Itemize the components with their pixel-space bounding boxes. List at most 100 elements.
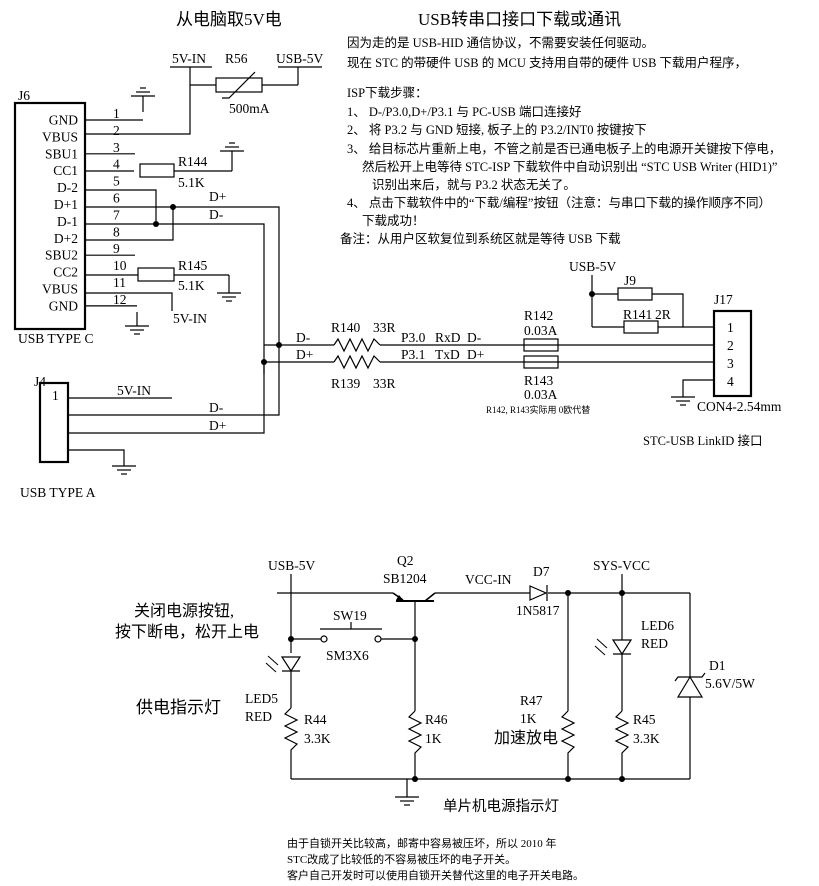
r139-ref: R139	[331, 376, 361, 391]
switch-note-2: 按下断电，松开上电	[115, 623, 259, 641]
switch-note-1: 关闭电源按钮,	[134, 602, 234, 620]
resistor-r145	[84, 267, 241, 302]
footer-line-1: 由于自锁开关比较高，邮寄中容易被压坏，所以 2010 年	[287, 836, 557, 850]
note-line-2: 现在 STC 的带硬件 USB 的 MCU 支持用自带的硬件 USB 下载用户程…	[347, 55, 747, 70]
j6-pin-name: CC1	[53, 163, 78, 178]
r141-ref: R141	[623, 307, 652, 322]
r46-ref: R46	[425, 712, 448, 727]
fuse-r56	[84, 66, 322, 135]
j6-pin-name: D+1	[54, 197, 78, 212]
r144-ref: R144	[178, 154, 208, 169]
transistor-q2	[392, 592, 436, 606]
resistor-r144	[84, 142, 244, 178]
j6-ref: J6	[18, 88, 30, 103]
r56-ref: R56	[225, 51, 248, 66]
j6-pin-number: 9	[113, 241, 120, 256]
led5	[265, 655, 302, 708]
connector-j17: 1 2 3 4	[712, 309, 753, 398]
d7-ref: D7	[533, 564, 550, 579]
mcu-power-led-label: 单片机电源指示灯	[443, 798, 559, 815]
net-dminus-j4: D-	[209, 400, 224, 415]
resistor-r44	[283, 707, 299, 779]
net-5v-in-j6: 5V-IN	[173, 311, 207, 326]
footer-line-2: STC改成了比较低的不容易被压坏的电子开关。	[287, 852, 516, 866]
j4-ref: J4	[34, 374, 46, 389]
footer-line-3: 客户自己开发时可以使用自锁开关替代这里的电子开关电路。	[287, 868, 584, 882]
isp-step-4b: 下载成功！	[362, 214, 425, 228]
j6-pin-number: 7	[113, 207, 120, 222]
j9-ref: J9	[624, 273, 636, 288]
r140-ref: R140	[331, 320, 361, 335]
net-dplus-j6: D+	[209, 189, 226, 204]
j17-pin-number: 4	[727, 374, 734, 389]
j17-pin-number: 1	[727, 320, 734, 335]
isp-step-2: 2、 将 P3.2 与 GND 短接, 板子上的 P3.2/INT0 按键按下	[347, 122, 647, 137]
j6-pin-number: 12	[113, 292, 127, 307]
j17-power-wiring	[589, 275, 714, 406]
j6-pin-name: D-1	[57, 214, 78, 229]
j17-type: CON4-2.54mm	[697, 399, 782, 414]
j4-type: USB TYPE A	[20, 485, 96, 500]
net-p31: P3.1	[401, 347, 425, 362]
j17-pin-number: 2	[727, 338, 734, 353]
isp-notes: 因为走的是 USB-HID 通信协议，不需要安装任何驱动。 现在 STC 的带硬…	[340, 35, 781, 246]
led6	[594, 638, 633, 711]
net-usb-5v-j17: USB-5V	[569, 259, 617, 274]
j6-data-wiring	[84, 189, 280, 374]
led5-ref: LED5	[245, 691, 278, 706]
sw19-ref: SW19	[333, 608, 367, 623]
j6-pin-number: 2	[113, 123, 120, 138]
isp-step-4a: 4、 点击下载软件中的“下载/编程”按钮（注意：与串口下载的操作顺序不同）	[347, 195, 771, 210]
net-5v-in-top: 5V-IN	[172, 51, 206, 66]
j6-pin-number: 5	[113, 174, 120, 189]
net-sys-vcc: SYS-VCC	[593, 558, 650, 573]
r143-value: 0.03A	[524, 387, 558, 402]
isp-title: ISP下载步骤：	[347, 86, 428, 100]
r145-ref: R145	[178, 258, 208, 273]
net-p30: P3.0	[401, 330, 426, 345]
q2-value: SB1204	[383, 571, 427, 586]
fuse-r143	[523, 355, 559, 369]
power-rail-wiring	[277, 574, 691, 806]
j6-type: USB TYPE C	[18, 331, 94, 346]
sw19-value: SM3X6	[326, 648, 369, 663]
diode-d7	[529, 585, 548, 601]
led6-ref: LED6	[641, 618, 674, 633]
j6-body	[13, 101, 87, 331]
resistor-r46	[407, 710, 423, 779]
net-vcc-in: VCC-IN	[465, 572, 512, 587]
r46-value: 1K	[425, 731, 442, 746]
net-dminus-rxd: D-	[467, 330, 482, 345]
j6-pin-name: GND	[49, 298, 78, 313]
net-usb-5v-bottom: USB-5V	[268, 558, 316, 573]
j17-pin-number: 3	[727, 356, 734, 371]
j4-body	[38, 381, 70, 464]
r44-ref: R44	[304, 712, 327, 727]
j6-pin-name: VBUS	[42, 282, 78, 297]
j6-pin-name: GND	[49, 113, 78, 128]
d1-value: 5.6V/5W	[705, 676, 755, 691]
r142-value: 0.03A	[524, 323, 558, 338]
title-usb-power: 从电脑取5V电	[176, 10, 282, 29]
r140-value: 33R	[373, 320, 396, 335]
r144-value: 5.1K	[178, 175, 205, 190]
net-dminus-j6: D-	[209, 207, 224, 222]
j6-pin-number: 10	[113, 258, 127, 273]
j6-pin-name: VBUS	[42, 129, 78, 144]
title-usb-serial: USB转串口接口下载或通讯	[418, 10, 621, 29]
r45-ref: R45	[633, 712, 656, 727]
net-dminus-bus: D-	[296, 330, 311, 345]
isp-remark: 备注：从用户区软复位到系统区就是等待 USB 下载	[340, 231, 621, 246]
j17-ref: J17	[714, 292, 733, 307]
net-txd: TxD	[435, 347, 460, 362]
gnd-j6-pin12	[125, 312, 149, 335]
j6-pin-number: 8	[113, 224, 120, 239]
r47-ref: R47	[520, 693, 543, 708]
data-bus-wiring	[261, 342, 714, 365]
isp-step-3c: 识别出来后，就与 P3.2 状态无关了。	[372, 177, 576, 192]
resistor-r45	[614, 710, 630, 779]
net-usb-5v-top: USB-5V	[276, 51, 324, 66]
